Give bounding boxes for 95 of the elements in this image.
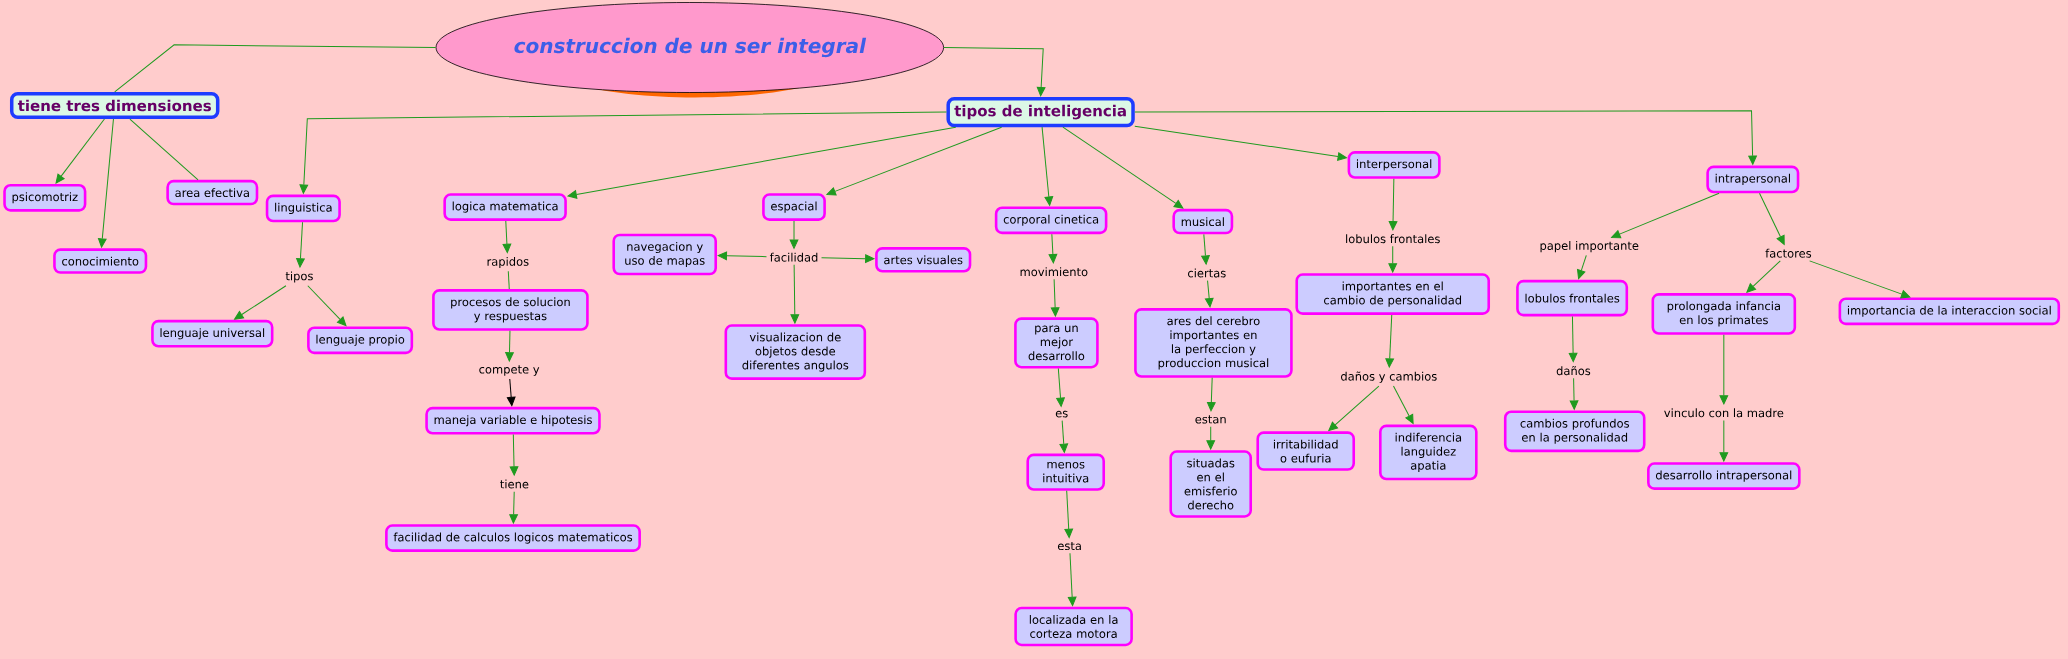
concept-box: visualizacion de objetos desde diferentes angulos [724, 324, 867, 380]
connector-arrow [790, 264, 800, 324]
linking-phrase: factores [1765, 248, 1812, 258]
connector-arrow [1059, 420, 1069, 453]
connector-arrow [1041, 126, 1054, 206]
linking-phrase: tipos [285, 271, 313, 283]
concept-box: logica matematica [443, 193, 567, 221]
connector-arrow [502, 220, 512, 253]
connector-arrow [509, 434, 519, 476]
connector-arrow [789, 220, 799, 249]
concept-box: para un mejor desarrollo [1014, 317, 1099, 369]
concept-box: linguistica [265, 194, 341, 223]
connector-arrow [1206, 377, 1216, 412]
concept-box: maneja variable e hipotesis [425, 406, 601, 435]
concept-box: espacial [762, 193, 826, 221]
category-box: tiene tres dimensiones [9, 91, 220, 120]
linking-phrase: movimiento [1020, 267, 1088, 277]
linking-phrase: es [1055, 410, 1068, 418]
connector-arrow [1392, 385, 1414, 424]
connector-arrow [296, 221, 305, 268]
linking-phrase: esta [1057, 541, 1081, 551]
concept-box: corporal cinetica [994, 206, 1108, 235]
connector-arrow [1056, 368, 1065, 407]
connector-arrow [1719, 419, 1729, 462]
connector-arrow [1759, 192, 1785, 245]
concept-box: artes visuales [875, 247, 972, 273]
connector-arrow [1204, 280, 1214, 308]
concept-box: localizada en la corteza motora [1014, 606, 1133, 647]
connector-arrow [1569, 377, 1579, 410]
connector-arrow [299, 111, 947, 194]
connector-arrow [1719, 334, 1729, 405]
connector-arrow [307, 285, 347, 327]
linking-phrase: ciertas [1188, 268, 1226, 278]
concept-box: prolongada infancia en los primates [1651, 293, 1797, 335]
linking-phrase: daños y cambios [1341, 371, 1437, 383]
concept-box: musical [1172, 208, 1234, 235]
connector-arrow [1809, 260, 1911, 299]
concept-box: procesos de solucion y respuestas [432, 289, 589, 331]
linking-phrase: tiene [500, 479, 529, 489]
connector-arrow [1206, 426, 1216, 450]
concept-box: lenguaje universal [151, 319, 274, 348]
connector-arrow [1611, 192, 1720, 239]
concept-box: desarrollo intrapersonal [1647, 462, 1801, 490]
connector-arrow [1385, 314, 1395, 368]
concept-box: importancia de la interaccion social [1838, 297, 2061, 326]
connector-arrow [567, 126, 957, 199]
concept-box: irritabilidad o eufuria [1256, 431, 1355, 471]
connector-arrow [943, 47, 1046, 97]
connector-arrow [1050, 278, 1060, 317]
connector-arrow [1201, 233, 1210, 265]
concept-box: area efectiva [166, 179, 259, 206]
concept-box: lobulos frontales [1516, 279, 1629, 317]
linking-phrase: lobulos frontales [1346, 234, 1440, 244]
linking-phrase: vinculo con la madre [1664, 408, 1784, 418]
linking-phrase: rapidos [487, 256, 529, 269]
concept-box: situadas en el emisferio derecho [1169, 450, 1252, 518]
connector-arrow [506, 378, 516, 407]
linking-phrase: estan [1195, 415, 1226, 424]
linking-phrase: compete y [479, 365, 540, 376]
connector-arrow [97, 118, 114, 248]
connector-arrow [1062, 126, 1184, 209]
connector-arrow [1048, 233, 1058, 264]
connector-arrow [55, 118, 105, 184]
concept-box: lenguaje propio [307, 326, 414, 355]
connector-arrow [1746, 260, 1781, 293]
connector-arrow [1067, 552, 1077, 607]
linking-phrase: facilidad [769, 252, 818, 262]
connector-arrow [505, 330, 514, 362]
concept-box: ares del cerebro importantes en la perfeccion y produccion musical [1134, 308, 1293, 378]
concept-box: conocimiento [53, 248, 148, 274]
connector-arrow [826, 126, 1003, 196]
concept-box: psicomotriz [3, 183, 87, 212]
connector-arrow [1064, 490, 1074, 538]
linking-phrase: papel importante [1540, 241, 1639, 253]
connector-arrow [1388, 178, 1398, 231]
connector-arrow [509, 491, 518, 524]
connector-arrow [234, 285, 287, 320]
category-box: tipos de inteligencia [946, 97, 1135, 128]
concept-box: navegacion y uso de mapas [612, 233, 717, 276]
connector-arrow [1328, 385, 1380, 432]
connector-arrow [717, 251, 767, 261]
concept-box: indiferencia languidez apatia [1379, 424, 1478, 481]
concept-box: interpersonal [1347, 151, 1441, 179]
connector-arrow [1134, 125, 1347, 161]
concept-box: menos intuitiva [1026, 453, 1105, 491]
linking-phrase: daños [1556, 366, 1591, 376]
connector-arrow [1568, 315, 1578, 363]
connector-arrow [1577, 254, 1587, 280]
connector-arrow [1388, 245, 1398, 273]
concept-box: facilidad de calculos logicos matematicos [385, 524, 641, 552]
connector-arrow [821, 254, 875, 263]
concept-box: importantes en el cambio de personalidad [1295, 273, 1490, 315]
concept-box: intrapersonal [1706, 165, 1800, 194]
concept-box: cambios profundos en la personalidad [1503, 410, 1646, 453]
connector-arrow [1134, 110, 1757, 165]
